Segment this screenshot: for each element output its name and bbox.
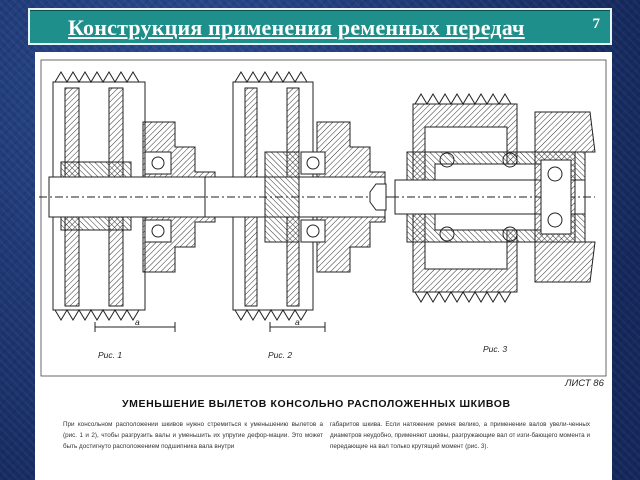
body-text-right: габаритов шкива. Если натяжение ремня ве… [330, 421, 590, 450]
slide-title: Конструкция применения ременных передач [68, 15, 525, 40]
dimension-label-a-1: a [135, 317, 140, 327]
figure-3-label: Рис. 3 [483, 344, 508, 354]
dimension-label-a-2: a [295, 317, 300, 327]
sheet-number-label: ЛИСТ 86 [565, 378, 604, 389]
figure-2-label: Рис. 2 [268, 350, 293, 360]
sheet-heading: УМЕНЬШЕНИЕ ВЫЛЕТОВ КОНСОЛЬНО РАСПОЛОЖЕНН… [122, 398, 511, 410]
drawing-sheet: Рис. 1 Рис. 2 Рис. 3 a a ЛИСТ 86 УМЕНЬШЕ… [35, 52, 612, 480]
page-number: 7 [592, 16, 601, 32]
figure-3-drawing [369, 93, 596, 303]
figure-2-drawing [195, 71, 395, 332]
figure-1-label: Рис. 1 [98, 350, 123, 360]
drawing-frame [40, 59, 607, 377]
technical-drawing [39, 59, 607, 377]
slide-title-bar: Конструкция применения ременных передач … [28, 8, 612, 45]
body-text-left: При консольном расположении шкивов нужно… [63, 421, 323, 450]
